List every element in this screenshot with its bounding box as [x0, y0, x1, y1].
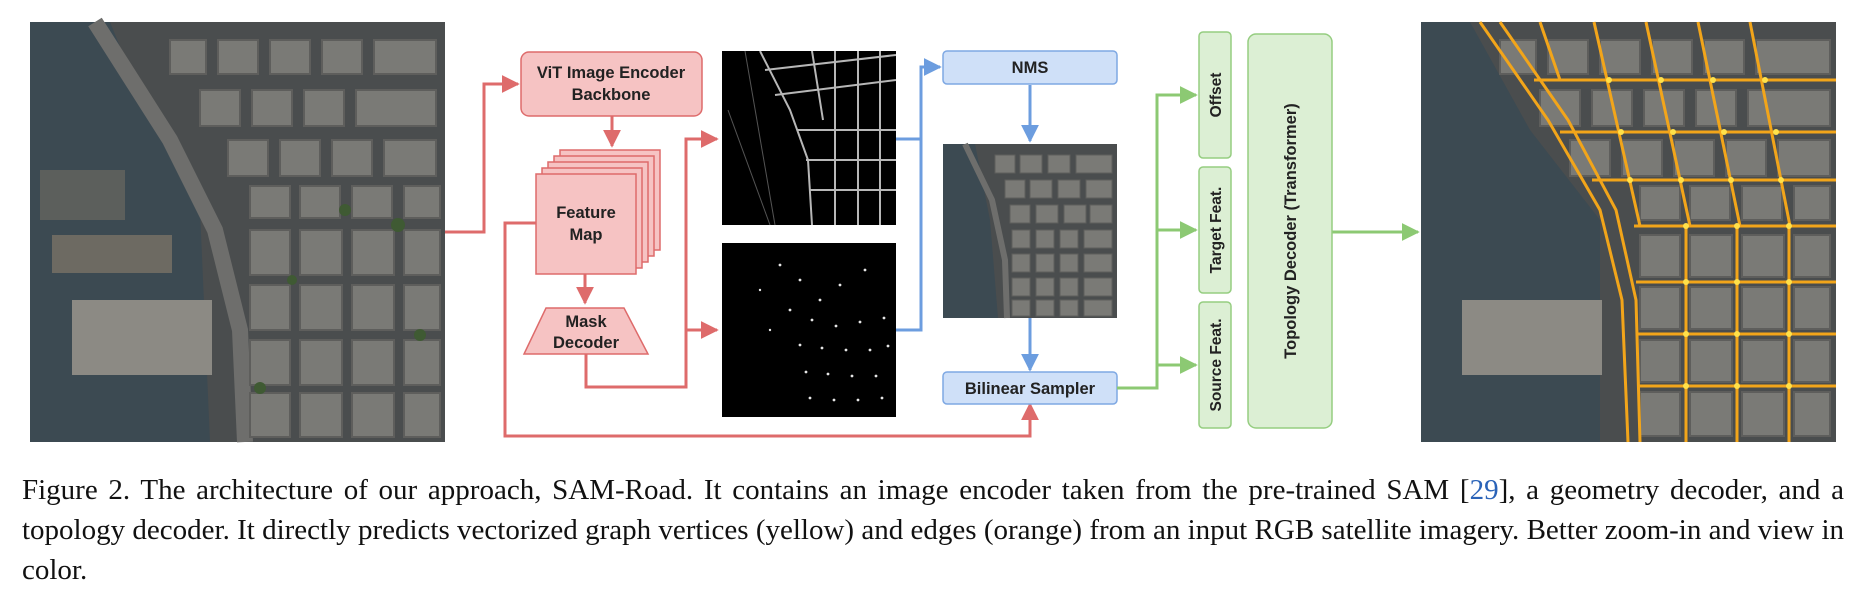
bilinear-sampler-label: Bilinear Sampler — [965, 380, 1096, 398]
vit-label-line1: ViT Image Encoder — [537, 64, 686, 82]
keypoint-heatmap-output — [722, 243, 896, 417]
caption-citation-link[interactable]: 29 — [1469, 474, 1499, 506]
figure-caption: Figure 2. The architecture of our approa… — [22, 470, 1844, 590]
mask-decoder-trapezoid: Mask Decoder — [522, 307, 650, 355]
topology-decoder-box: Topology Decoder (Transformer) — [1247, 33, 1333, 429]
green-connectors — [1117, 86, 1420, 390]
caption-figure-label: Figure 2. — [22, 474, 131, 506]
topology-decoder-label: Topology Decoder (Transformer) — [1282, 103, 1300, 358]
nms-label: NMS — [1012, 59, 1049, 77]
source-feat-label: Source Feat. — [1208, 318, 1225, 411]
mask-decoder-label-line1: Mask — [565, 313, 607, 331]
feature-map-label-line2: Map — [570, 226, 603, 244]
output-road-graph-image — [1421, 21, 1836, 443]
mask-decoder-label-line2: Decoder — [553, 334, 620, 352]
feature-map-label-line1: Feature — [556, 204, 616, 222]
bilinear-sampler-box: Bilinear Sampler — [942, 371, 1118, 405]
architecture-figure: ViT Image Encoder Backbone Feature Map M… — [30, 17, 1836, 443]
nms-box: NMS — [942, 50, 1118, 85]
target-feat-label: Target Feat. — [1208, 187, 1225, 274]
target-feat-box: Target Feat. — [1198, 166, 1232, 294]
blue-connectors — [896, 58, 1039, 372]
red-connectors — [445, 75, 1039, 438]
road-mask-output — [722, 50, 897, 226]
feature-map-stack: Feature Map — [535, 149, 661, 275]
caption-text-part1: The architecture of our approach, SAM-Ro… — [140, 474, 1470, 506]
offset-label: Offset — [1208, 73, 1225, 118]
vit-encoder-box: ViT Image Encoder Backbone — [520, 51, 703, 117]
caption-text-part2: ], a geometry decoder, and a topology de… — [22, 474, 1844, 586]
vit-label-line2: Backbone — [572, 86, 651, 104]
nms-result-image — [943, 142, 1117, 319]
offset-box: Offset — [1198, 31, 1232, 159]
source-feat-box: Source Feat. — [1198, 301, 1232, 429]
input-satellite-image — [30, 17, 445, 443]
